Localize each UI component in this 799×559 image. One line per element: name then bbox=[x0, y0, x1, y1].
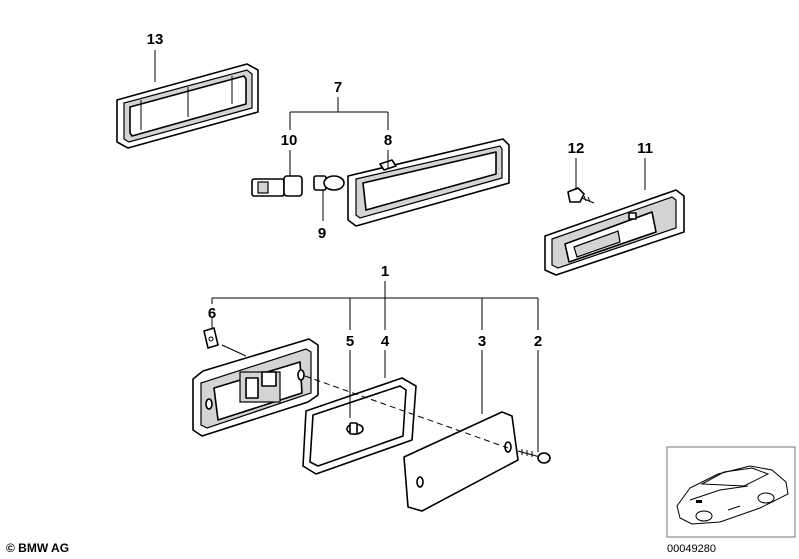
callout-6: 6 bbox=[208, 305, 216, 322]
part-9-bulb bbox=[313, 175, 345, 191]
document-number: 00049280 bbox=[667, 543, 716, 555]
callout-11: 11 bbox=[637, 140, 653, 157]
callout-labels: 13 7 10 8 9 12 11 1 6 5 4 3 2 bbox=[147, 31, 653, 350]
callout-13: 13 bbox=[147, 31, 164, 48]
callout-3: 3 bbox=[478, 333, 486, 350]
callout-10: 10 bbox=[281, 132, 298, 149]
part-2-screw bbox=[517, 449, 551, 464]
callout-9: 9 bbox=[318, 225, 326, 242]
callout-12: 12 bbox=[568, 140, 585, 157]
leader-lines bbox=[154, 50, 646, 452]
part-3-lens-cover bbox=[403, 411, 519, 512]
part-13-gasket-frame bbox=[116, 63, 259, 149]
car-location-thumbnail bbox=[666, 446, 796, 538]
part-11-marker-housing bbox=[544, 189, 685, 276]
alignment-line bbox=[304, 375, 509, 449]
part-10-bulb-socket bbox=[251, 175, 303, 197]
callout-5: 5 bbox=[346, 333, 354, 350]
part-8-lamp-housing bbox=[347, 138, 510, 227]
part-lamp-base-housing bbox=[192, 338, 319, 437]
callout-4: 4 bbox=[381, 333, 390, 350]
callout-2: 2 bbox=[534, 333, 542, 350]
callout-8: 8 bbox=[384, 132, 392, 149]
copyright-text: © BMW AG bbox=[6, 541, 69, 555]
part-6-spring-clip bbox=[203, 327, 219, 349]
part-4-gasket bbox=[302, 377, 417, 475]
callout-1: 1 bbox=[381, 263, 389, 280]
part-12-screw-clip bbox=[567, 187, 595, 204]
callout-7: 7 bbox=[334, 79, 342, 96]
